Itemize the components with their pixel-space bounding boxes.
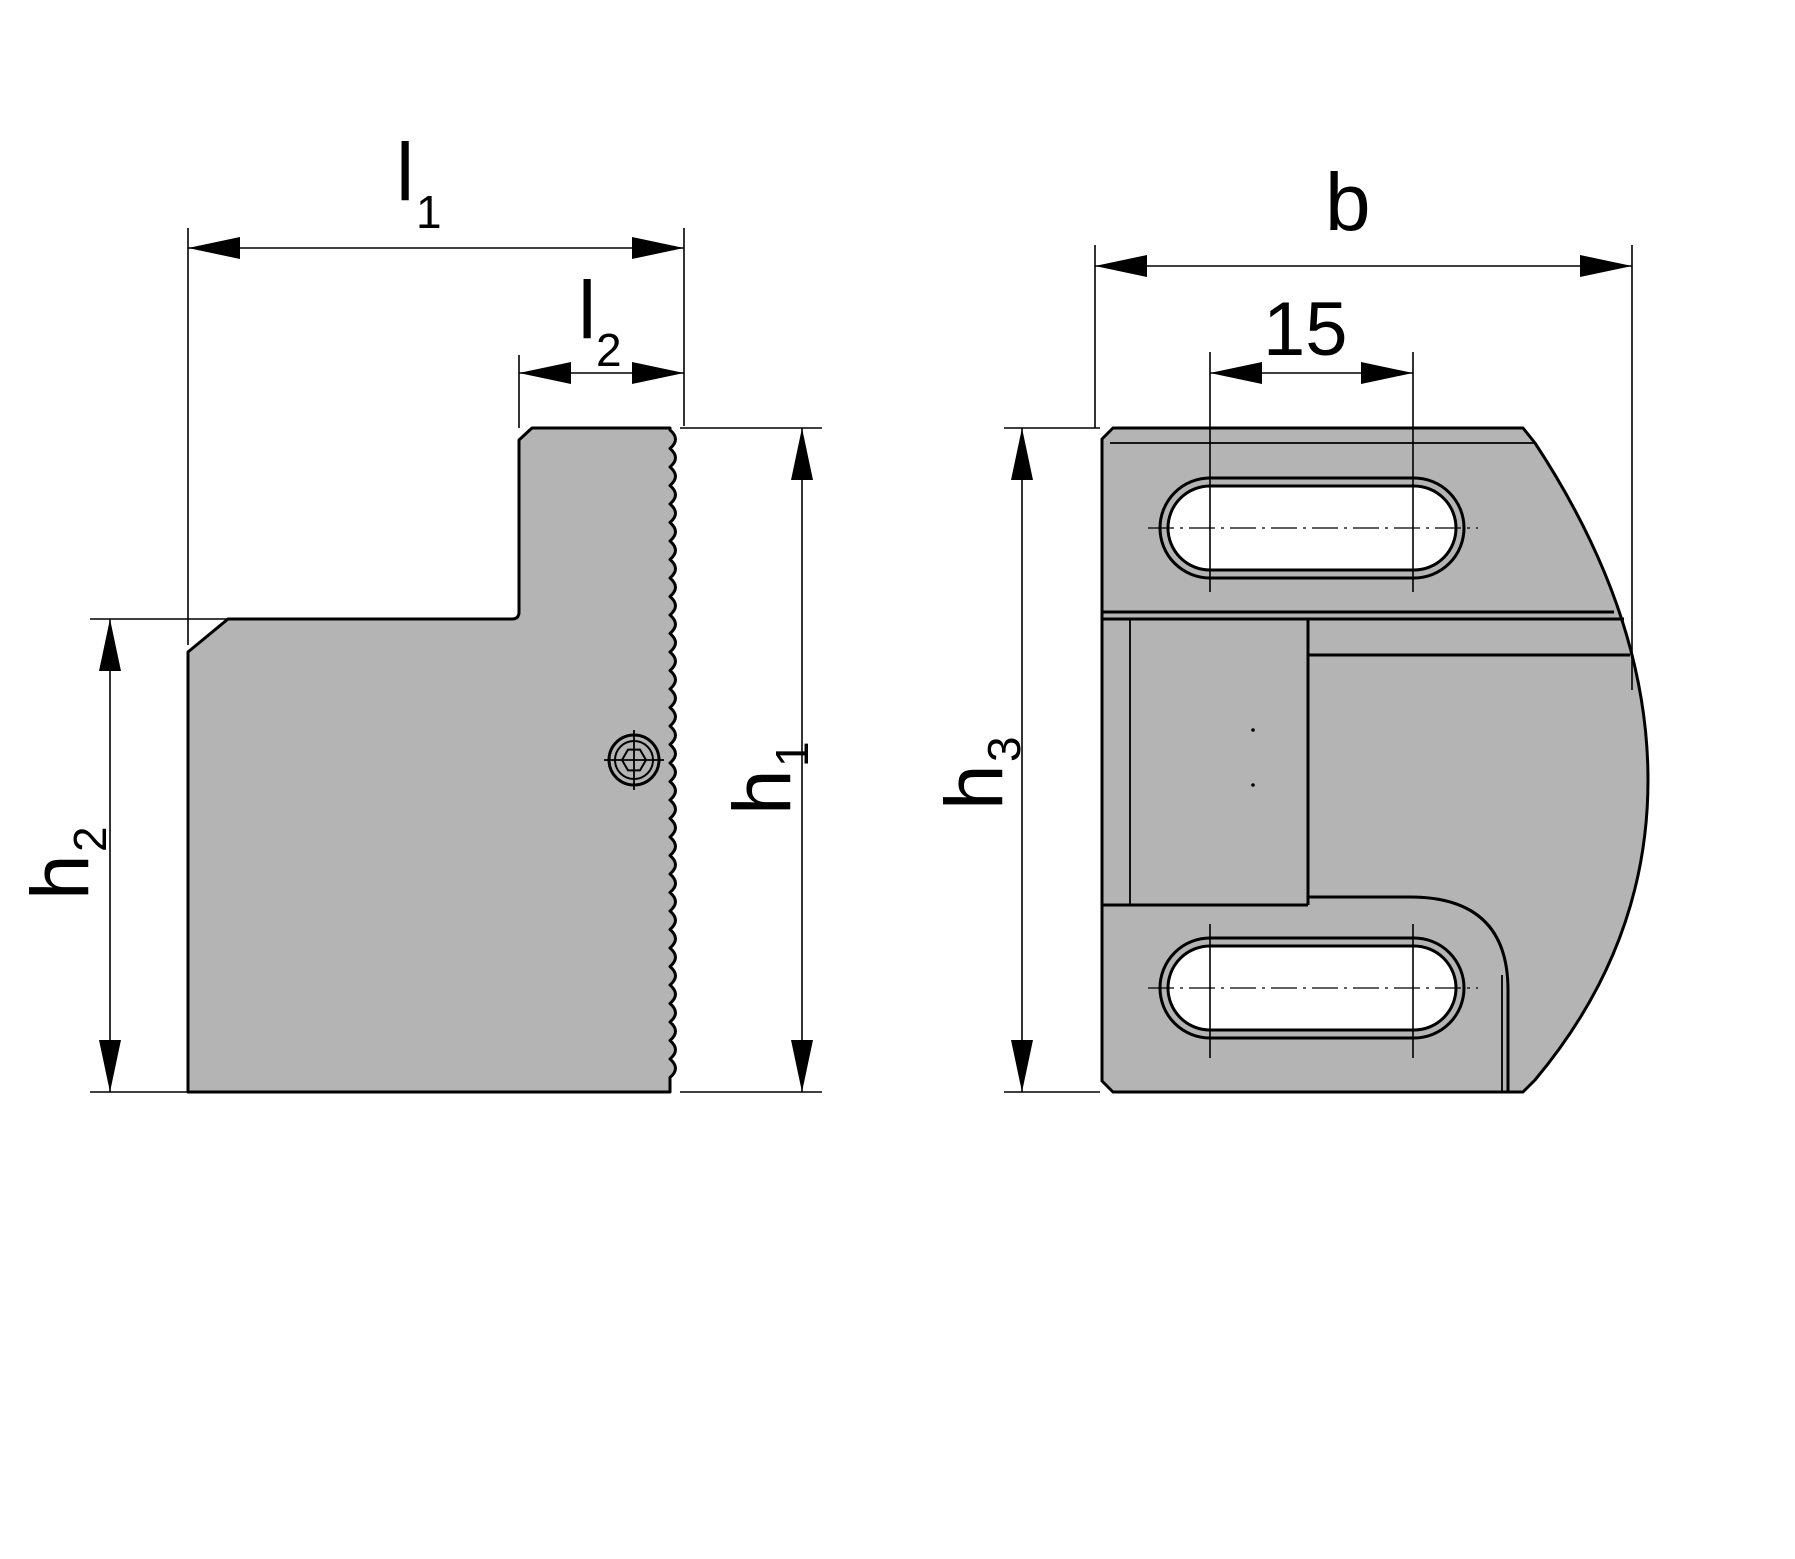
front-extension-lines — [1004, 245, 1633, 1093]
side-extension-lines — [90, 228, 822, 1093]
dim-label-h1-main: h — [717, 769, 808, 815]
dim-label-slot-pitch: 15 — [1263, 287, 1348, 372]
side-view: l 1 l 2 h 1 h 2 — [15, 127, 822, 1094]
slot-center-lines — [1209, 352, 1414, 1058]
lower-slot — [1148, 936, 1478, 1040]
dimension-l2: l 2 — [519, 265, 684, 384]
dim-label-l1-sub: 1 — [416, 186, 442, 238]
dim-label-l2-main: l — [578, 265, 596, 356]
dimension-l1: l 1 — [188, 127, 684, 259]
screw-icon — [604, 730, 664, 790]
dimension-slot-pitch: 15 — [1210, 287, 1413, 384]
jaw-front-profile — [1100, 426, 1650, 1094]
dim-label-l1-main: l — [396, 127, 414, 218]
dimension-b: b — [1095, 157, 1632, 277]
dim-label-l2-sub: 2 — [596, 324, 622, 376]
front-view: b 15 h 3 — [929, 157, 1650, 1094]
jaw-side-profile — [186, 426, 677, 1094]
dim-label-h3-sub: 3 — [978, 736, 1030, 762]
dim-label-h2-sub: 2 — [64, 826, 116, 852]
dimension-h2: h 2 — [15, 619, 121, 1092]
dimension-h1: h 1 — [717, 428, 818, 1092]
dim-label-b: b — [1325, 157, 1371, 248]
dim-label-h3-main: h — [929, 764, 1020, 810]
front-internal-edges — [1102, 442, 1630, 1092]
dimension-h3: h 3 — [929, 428, 1033, 1092]
dim-label-h2-main: h — [15, 854, 106, 900]
dim-label-h1-sub: 1 — [766, 741, 818, 767]
upper-slot — [1148, 476, 1478, 580]
